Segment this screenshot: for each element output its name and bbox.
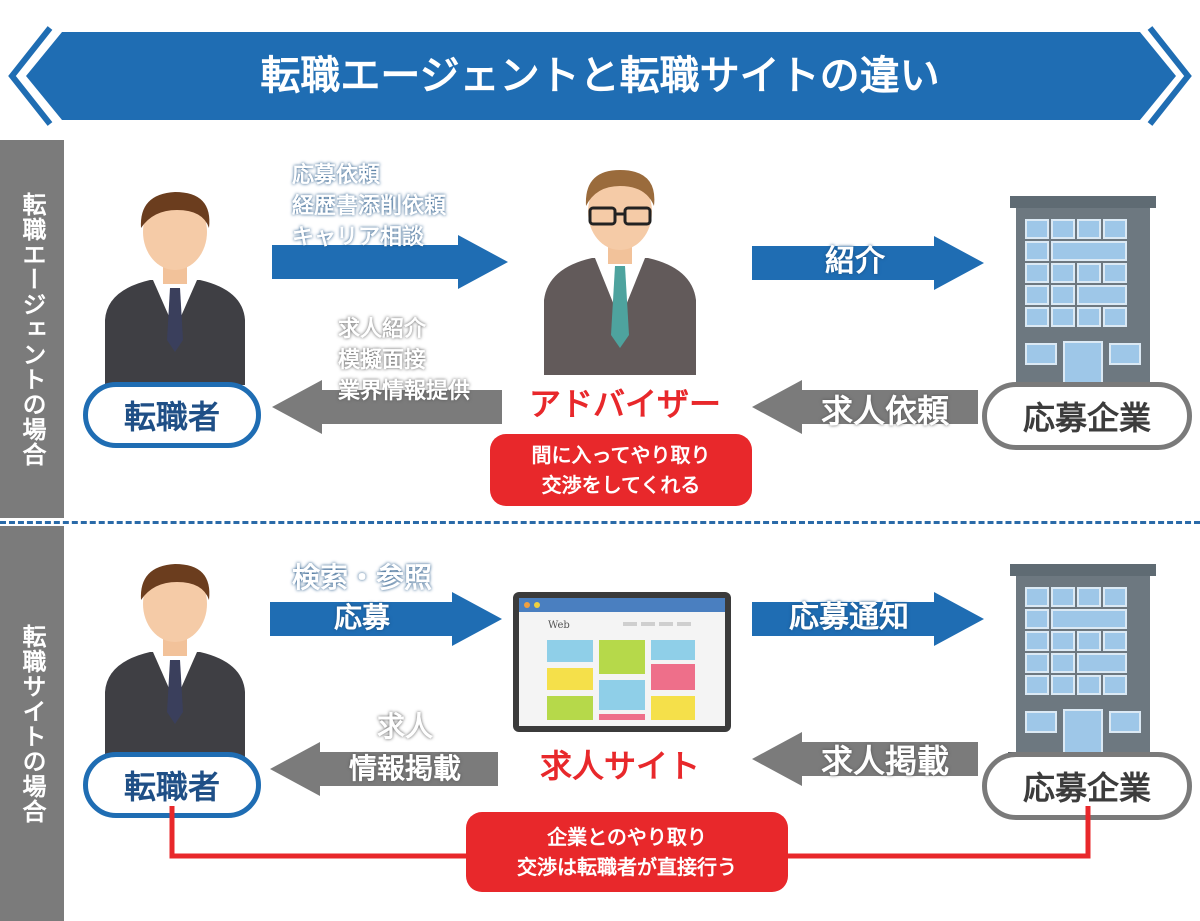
arrow-to-company (752, 236, 984, 290)
job-seeker-label-2: 転職者 (83, 752, 261, 818)
company-label: 応募企業 (982, 382, 1192, 450)
arrow-to-company-2-text: 応募通知 (789, 600, 909, 635)
arrow-to-advisor (272, 235, 508, 289)
arrow-to-seeker-2 (270, 742, 498, 796)
agent-side-bar (0, 140, 64, 518)
job-introduction: 求人紹介 (338, 317, 427, 342)
site-side-bar (0, 526, 64, 921)
arrow-to-site (270, 592, 502, 646)
arrow-from-company-2 (752, 732, 978, 786)
arrow-from-company-text: 求人依頼 (820, 392, 949, 430)
request-resume-review: 経歴書添削依頼 (292, 194, 447, 219)
advisor-note-line1: 間に入ってやり取り (531, 443, 711, 467)
arrow-to-seeker (272, 380, 502, 434)
browser-web-text: Web (548, 620, 570, 631)
apply: 応募 (333, 601, 390, 634)
title-banner (8, 26, 1192, 126)
bottom-note: 企業とのやり取り 交渉は転職者が直接行う (466, 812, 788, 892)
arrow-to-advisor-text: 応募依頼 経歴書添削依頼 キャリア相談 (292, 160, 492, 253)
job-seeker-illustration-2 (105, 564, 245, 757)
company-building-icon (1008, 196, 1158, 392)
advisor-illustration (544, 170, 696, 375)
bottom-note-line1: 企業とのやり取り (547, 825, 707, 849)
job-seeker-label: 転職者 (83, 382, 261, 448)
job-site-label: 求人サイト (539, 747, 700, 785)
arrow-from-company-2-text: 求人掲載 (820, 742, 949, 780)
advisor-label: アドバイザー (528, 385, 721, 423)
arrow-to-seeker-2-text: 求人 情報掲載 (320, 706, 490, 790)
advisor-note-line2: 交渉をしてくれる (541, 473, 701, 497)
arrow-to-site-text: 検索・参照 応募 (272, 558, 452, 638)
info-posting: 情報掲載 (348, 752, 461, 785)
job-seeker-illustration (105, 192, 245, 385)
advisor-note: 間に入ってやり取り 交渉をしてくれる (490, 434, 752, 506)
page-title: 転職エージェントと転職サイトの違い (260, 53, 940, 99)
arrow-to-company-text: 紹介 (825, 244, 885, 279)
mock-interview: 模擬面接 (338, 348, 427, 373)
bottom-note-line2: 交渉は転職者が直接行う (517, 855, 737, 879)
agent-side-label: 転職エージェントの場合 (18, 191, 46, 467)
arrow-to-seeker-text: 求人紹介 模擬面接 業界情報提供 (338, 314, 508, 407)
job-listing: 求人 (376, 710, 433, 743)
company-building-icon-2 (1008, 564, 1158, 760)
search-browse: 検索・参照 (291, 561, 432, 594)
job-site-browser-icon (513, 592, 731, 732)
industry-info: 業界情報提供 (338, 379, 471, 404)
section-divider (0, 521, 1200, 524)
arrow-from-company (752, 380, 978, 434)
request-application: 応募依頼 (292, 163, 381, 188)
career-consultation: キャリア相談 (292, 225, 425, 250)
site-side-label: 転職サイトの場合 (18, 623, 46, 824)
arrow-to-company-2 (752, 592, 984, 646)
